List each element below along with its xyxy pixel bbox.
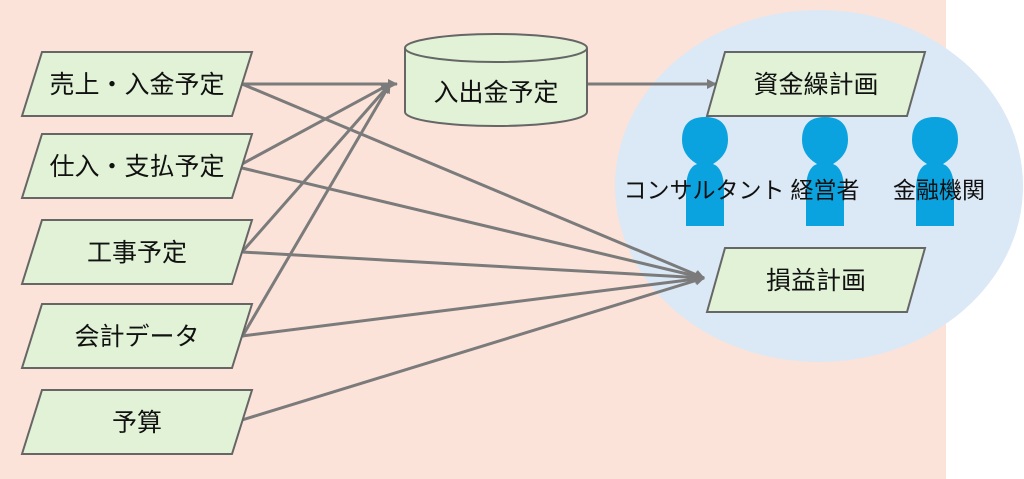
output-label: 資金繰計画 (753, 70, 878, 99)
person-manager-icon (802, 117, 848, 226)
arrow-sales-to-pl (241, 82, 705, 280)
stakeholder-bank-label: 金融機関 (893, 178, 985, 204)
input-construction: 工事予定 (20, 219, 254, 285)
arrow-construction-to-pl (241, 250, 705, 283)
input-shape (20, 303, 254, 369)
input-budget: 予算 (20, 389, 254, 455)
person-bank-icon (912, 117, 958, 226)
input-shape (20, 51, 254, 117)
person-consultant-icon (682, 117, 728, 226)
input-label: 仕入・支払予定 (49, 152, 224, 181)
input-label: 会計データ (74, 322, 199, 351)
database-cylinder: 入出金予定 (404, 33, 588, 127)
output-shape (705, 51, 927, 117)
input-shape (20, 219, 254, 285)
output-shape (705, 247, 927, 313)
input-sales: 売上・入金予定 (20, 51, 254, 117)
input-accounting: 会計データ (20, 303, 254, 369)
output-cashflow-plan: 資金繰計画 (705, 51, 927, 117)
input-label: 予算 (112, 408, 162, 437)
arrow-purchase-to-pl (241, 166, 705, 281)
input-label: 売上・入金予定 (49, 70, 224, 99)
input-label: 工事予定 (87, 238, 187, 267)
input-shape (20, 133, 254, 199)
arrow-construction-to-db (240, 83, 392, 253)
database-label: 入出金予定 (433, 78, 558, 107)
stakeholder-manager-label: 経営者 (791, 178, 860, 204)
output-pl-plan: 損益計画 (705, 247, 927, 313)
arrow-accounting-to-db (240, 83, 392, 338)
stakeholder-consultant-label: コンサルタント (624, 178, 785, 204)
arrow-accounting-to-pl (241, 274, 705, 338)
input-shape (20, 389, 254, 455)
arrow-purchase-to-db (241, 82, 391, 166)
connector-arrows (240, 79, 717, 422)
output-label: 損益計画 (766, 266, 866, 295)
input-purchase: 仕入・支払予定 (20, 133, 254, 199)
cylinder-top (404, 33, 588, 63)
cylinder-body (404, 48, 588, 127)
arrow-budget-to-pl (241, 275, 705, 422)
